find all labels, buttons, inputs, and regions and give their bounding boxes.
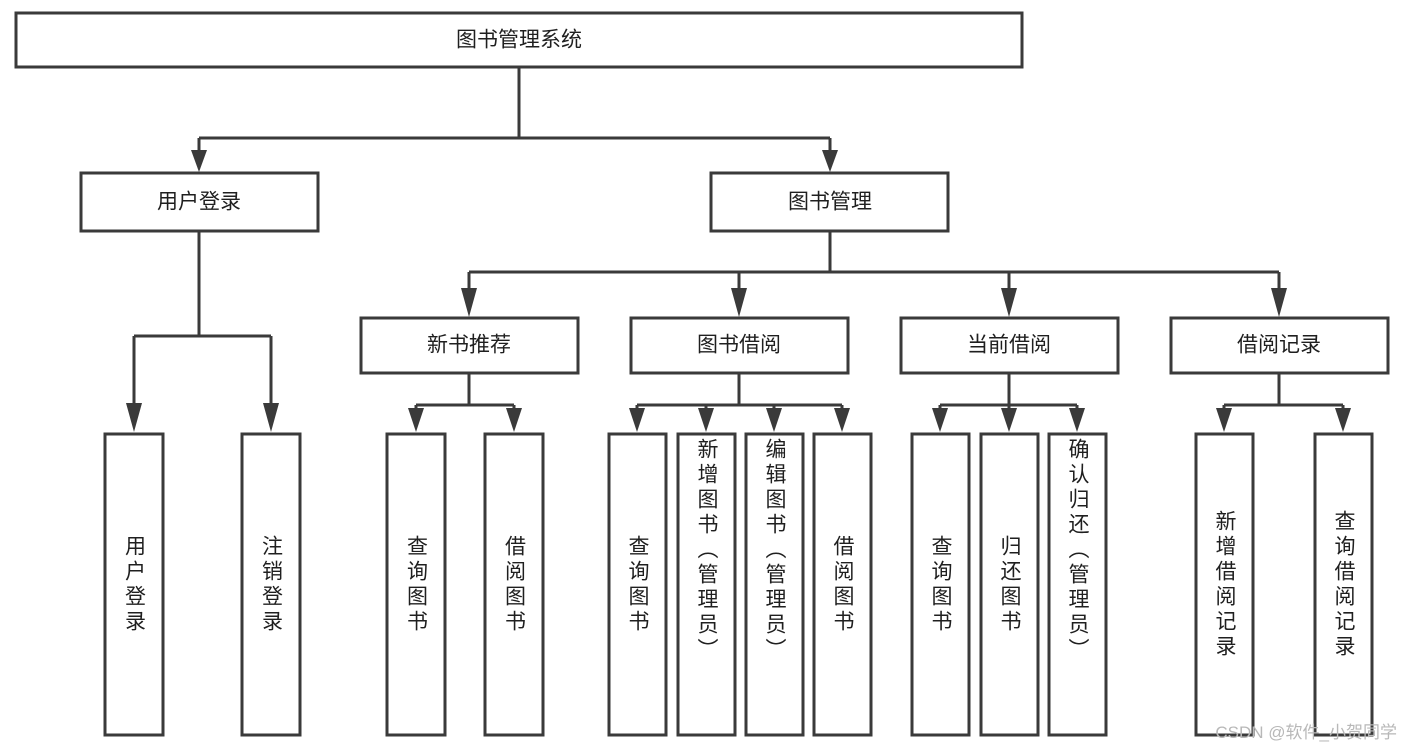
node-user-login-label: 用户登录 <box>157 191 241 214</box>
arrow-newbook-leaf-1 <box>408 408 424 432</box>
node-borrow-record-label: 借阅记录 <box>1237 334 1321 357</box>
leaf-query-book-3-box[interactable] <box>910 432 971 737</box>
arrow-bookmgmt-to-new-book <box>461 288 477 317</box>
node-new-book-recommend-box[interactable] <box>359 316 580 375</box>
node-new-book-recommend[interactable]: 新书推荐 <box>359 316 580 375</box>
arrow-bookborrow-leaf-2 <box>698 408 714 432</box>
arrow-newbook-leaf-2 <box>506 408 522 432</box>
node-new-book-recommend-label: 新书推荐 <box>427 334 511 357</box>
arrow-bookborrow-leaf-4 <box>834 408 850 432</box>
connectors-group <box>126 67 1351 432</box>
node-root-label: 图书管理系统 <box>456 29 582 52</box>
arrow-borrowrecord-leaf-1 <box>1216 408 1232 432</box>
leaf-edit-book-box[interactable] <box>744 432 805 737</box>
arrow-bookmgmt-to-current-borrow <box>1001 288 1017 317</box>
node-current-borrow-box[interactable] <box>899 316 1120 375</box>
leaf-return-book-box[interactable] <box>979 432 1040 737</box>
node-user-login-box[interactable] <box>79 171 320 233</box>
leaf-confirm-return-box[interactable] <box>1047 432 1108 737</box>
arrow-bookborrow-leaf-3 <box>766 408 782 432</box>
leaf-borrow-book-2-box[interactable] <box>812 432 873 737</box>
node-book-borrow-label: 图书借阅 <box>697 334 781 357</box>
arrow-userlogin-leaf-2 <box>263 403 279 432</box>
leaf-query-book-1-box[interactable] <box>385 432 447 737</box>
csdn-watermark: CSDN @软件_小贺同学 <box>1215 723 1397 742</box>
arrow-currentborrow-leaf-3 <box>1069 408 1085 432</box>
arrow-currentborrow-leaf-2 <box>1001 408 1017 432</box>
arrow-borrowrecord-leaf-2 <box>1335 408 1351 432</box>
leaf-boxes-group <box>103 432 1374 737</box>
node-borrow-record[interactable]: 借阅记录 <box>1169 316 1390 375</box>
node-borrow-record-box[interactable] <box>1169 316 1390 375</box>
leaf-logout-box[interactable] <box>240 432 302 737</box>
arrow-bookborrow-leaf-1 <box>629 408 645 432</box>
leaf-query-book-2-box[interactable] <box>607 432 668 737</box>
node-book-management[interactable]: 图书管理 <box>709 171 950 233</box>
leaf-borrow-book-1-box[interactable] <box>483 432 545 737</box>
arrow-currentborrow-leaf-1 <box>932 408 948 432</box>
node-user-login[interactable]: 用户登录 <box>79 171 320 233</box>
node-root-box[interactable] <box>14 11 1024 69</box>
leaf-query-record-box[interactable] <box>1313 432 1374 737</box>
node-current-borrow-label: 当前借阅 <box>967 334 1051 357</box>
arrow-root-to-book-management <box>822 150 838 172</box>
leaf-user-login-box[interactable] <box>103 432 165 737</box>
arrow-root-to-user-login <box>191 150 207 172</box>
arrow-userlogin-leaf-1 <box>126 403 142 432</box>
arrow-bookmgmt-to-book-borrow <box>731 288 747 317</box>
node-book-borrow-box[interactable] <box>629 316 850 375</box>
node-book-borrow[interactable]: 图书借阅 <box>629 316 850 375</box>
node-current-borrow[interactable]: 当前借阅 <box>899 316 1120 375</box>
node-book-management-box[interactable] <box>709 171 950 233</box>
arrow-bookmgmt-to-borrow-record <box>1271 288 1287 317</box>
node-book-management-label: 图书管理 <box>788 191 872 214</box>
leaf-add-book-box[interactable] <box>676 432 737 737</box>
node-root[interactable]: 图书管理系统 <box>14 11 1024 69</box>
leaf-add-record-box[interactable] <box>1194 432 1255 737</box>
